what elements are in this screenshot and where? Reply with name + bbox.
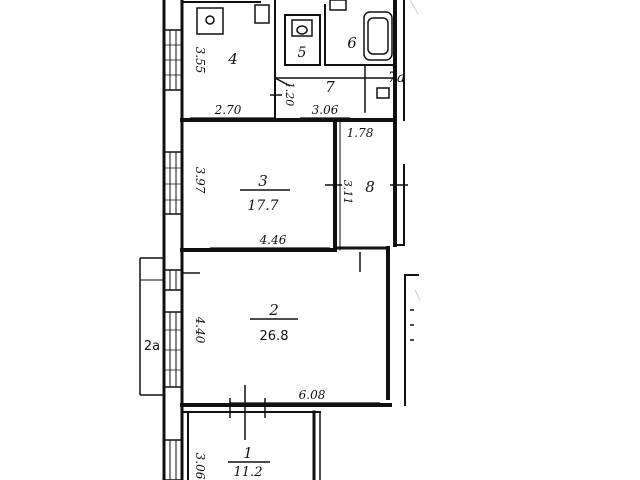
interior-walls — [180, 0, 397, 480]
dim-living-width: 6.08 — [299, 388, 326, 402]
room-number-toilet: 5 — [298, 45, 307, 61]
room-labels: 4 5 6 7 7a 8 3 17.7 2 26.8 1 11.2 2a — [144, 34, 405, 480]
room-area-bedroom: 17.7 — [247, 198, 278, 214]
room-number-closet: 8 — [365, 178, 375, 196]
dim-closet-width: 1.78 — [347, 126, 374, 140]
room-number-corridor: 7 — [325, 78, 335, 96]
dim-bedroom-width: 4.46 — [259, 233, 287, 247]
sink-icon — [254, 4, 270, 24]
room-number-balcony: 2a — [144, 339, 160, 354]
bathtub-icon — [363, 11, 393, 61]
dim-kitchen-height: 3.55 — [193, 47, 207, 74]
doors — [182, 77, 414, 440]
dim-room1-height: 3.06 — [193, 453, 207, 480]
room-number-kitchen: 4 — [227, 50, 238, 68]
toilet-icon — [291, 19, 313, 37]
dim-corridor-width: 3.06 — [312, 103, 339, 117]
room-number-storage: 7a — [388, 70, 405, 86]
dimension-ticks — [190, 117, 380, 404]
windows — [163, 29, 183, 480]
room-number-room1: 1 — [243, 444, 253, 462]
dim-kitchen-width: 2.70 — [214, 103, 242, 117]
room-area-living: 26.8 — [260, 329, 289, 344]
room-number-living: 2 — [268, 301, 279, 319]
dimension-labels: 3.55 2.70 1.20 3.06 1.78 3.97 4.46 3.11 … — [193, 47, 374, 480]
dim-bedroom-height: 3.97 — [193, 167, 207, 194]
balcony — [139, 257, 164, 396]
dim-corridor-height: 1.20 — [283, 82, 296, 107]
fixtures — [196, 0, 393, 99]
room-number-bedroom: 3 — [258, 172, 268, 190]
room-area-room1: 11.2 — [234, 465, 263, 480]
scan-artifacts — [409, 0, 421, 301]
room-number-bath: 6 — [347, 34, 357, 52]
stove-icon — [196, 7, 224, 35]
dim-living-height: 4.40 — [193, 316, 207, 344]
dim-closet-height: 3.11 — [341, 180, 354, 205]
